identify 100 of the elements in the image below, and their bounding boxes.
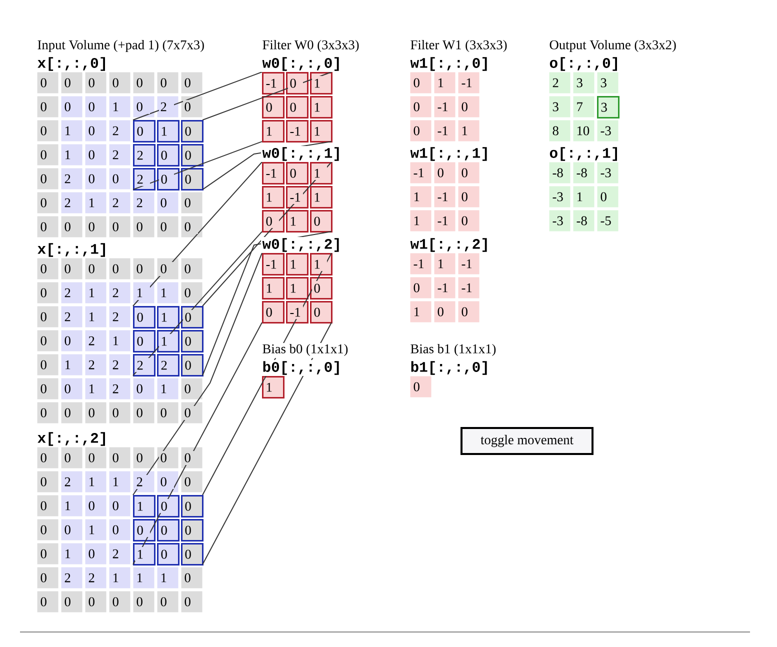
highlighted-cell: 3: [597, 96, 620, 118]
filter-cell: 0: [262, 96, 284, 118]
grid-cell: 2: [61, 471, 82, 492]
connector-line: [202, 72, 332, 120]
grid-cell: 0: [181, 567, 202, 588]
grid-cell: 1: [458, 120, 480, 142]
grid-cell: 0: [181, 192, 202, 214]
slice-label: x[:,:,0]: [38, 57, 105, 71]
grid-cell: 1: [410, 301, 432, 322]
grid-cell: 0: [157, 447, 178, 468]
connector-line: [202, 322, 332, 566]
grid-cell: 0: [133, 216, 154, 238]
slice-label: w0[:,:,1]: [262, 147, 339, 161]
grid-cell: 0: [61, 330, 82, 352]
grid-cell: 0: [181, 471, 202, 492]
grid-cell: -3: [597, 162, 618, 184]
filter-cell: 1: [310, 120, 332, 142]
grid-cell: 0: [109, 72, 130, 94]
grid-cell: 1: [61, 120, 82, 142]
grid-cell: -8: [573, 210, 594, 232]
grid-cell: -1: [434, 210, 456, 232]
grid-cell: 0: [597, 186, 618, 208]
window-cell: 0: [181, 306, 204, 328]
grid-cell: -5: [597, 210, 618, 232]
grid-cell: 1: [410, 186, 432, 208]
grid-cell: 0: [157, 192, 178, 214]
window-cell: 2: [133, 144, 156, 166]
filter-cell: 1: [310, 186, 332, 208]
filter-cell: 0: [310, 301, 332, 324]
grid-cell: 0: [85, 447, 106, 468]
grid-cell: -1: [434, 186, 456, 208]
window-cell: 0: [157, 519, 180, 542]
connector-line: [132, 141, 262, 190]
filter-cell: -1: [262, 162, 284, 184]
filter-cell: -1: [286, 120, 308, 142]
window-cell: 0: [157, 144, 180, 166]
grid-cell: -8: [573, 162, 594, 184]
window-cell: 0: [181, 354, 204, 376]
grid-cell: 0: [37, 354, 58, 376]
grid-cell: 0: [458, 96, 480, 118]
connector-line: [132, 162, 262, 306]
grid-cell: 0: [37, 543, 58, 564]
window-cell: 0: [133, 120, 156, 142]
grid-cell: 8: [549, 120, 570, 142]
grid-cell: 0: [181, 258, 202, 280]
filter-cell: 0: [310, 277, 332, 300]
slice-label: w1[:,:,2]: [410, 238, 487, 252]
slice-label: o[:,:,0]: [550, 57, 617, 71]
bias-cell: 1: [262, 376, 284, 398]
grid-cell: -3: [549, 186, 570, 208]
connector-line: [132, 322, 262, 566]
grid-cell: 1: [109, 567, 130, 588]
grid-cell: 1: [85, 519, 106, 540]
panel-title: Bias b0 (1x1x1): [262, 344, 348, 356]
grid-cell: 0: [458, 162, 480, 184]
grid-cell: 2: [61, 567, 82, 588]
connector-line: [132, 231, 262, 376]
grid-cell: 0: [109, 258, 130, 280]
slice-label: b0[:,:,0]: [263, 361, 339, 375]
slice-label: o[:,:,1]: [550, 147, 617, 161]
grid-cell: 0: [61, 519, 82, 540]
grid-cell: 0: [157, 591, 178, 612]
grid-cell: 0: [61, 402, 82, 424]
grid-cell: 1: [61, 144, 82, 166]
grid-cell: 0: [37, 258, 58, 280]
window-cell: 1: [157, 306, 180, 328]
grid-cell: 2: [85, 330, 106, 352]
grid-cell: 0: [458, 210, 480, 232]
grid-cell: 2: [61, 282, 82, 304]
grid-cell: 0: [37, 96, 58, 118]
window-cell: 0: [181, 168, 204, 190]
grid-cell: 0: [181, 378, 202, 400]
slice-label: w1[:,:,0]: [410, 57, 487, 71]
filter-cell: 0: [310, 210, 332, 232]
grid-cell: 1: [157, 567, 178, 588]
grid-cell: 0: [85, 96, 106, 118]
filter-cell: 1: [286, 210, 308, 232]
grid-cell: 2: [61, 306, 82, 328]
window-cell: 2: [133, 354, 156, 376]
filter-cell: -1: [262, 253, 284, 276]
grid-cell: 0: [37, 378, 58, 400]
grid-cell: 0: [37, 192, 58, 214]
grid-cell: 0: [37, 519, 58, 540]
window-cell: 0: [181, 330, 204, 352]
grid-cell: 2: [85, 567, 106, 588]
grid-cell: 0: [85, 168, 106, 190]
grid-cell: 0: [410, 277, 432, 298]
grid-cell: -8: [549, 162, 570, 184]
grid-cell: 1: [109, 96, 130, 118]
grid-cell: 0: [157, 72, 178, 94]
filter-cell: 0: [262, 301, 284, 324]
grid-cell: 2: [549, 72, 570, 94]
grid-cell: 0: [181, 591, 202, 612]
grid-cell: 1: [434, 72, 456, 94]
grid-cell: 0: [85, 144, 106, 166]
grid-cell: 1: [434, 253, 456, 274]
grid-cell: 3: [573, 72, 594, 94]
grid-cell: 0: [109, 495, 130, 516]
grid-cell: 2: [61, 192, 82, 214]
connector-line: [132, 252, 262, 496]
